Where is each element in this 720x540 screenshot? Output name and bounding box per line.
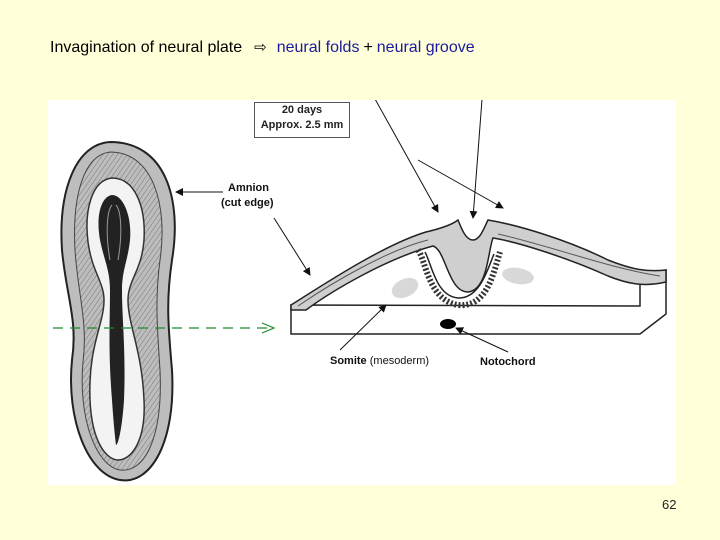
- term-neural-folds: neural folds: [276, 39, 360, 56]
- arrow-right-icon: ⇨: [254, 39, 267, 56]
- amnion-cut-edge-label: (cut edge): [221, 197, 274, 209]
- notochord-label: Notochord: [480, 356, 536, 368]
- neural-groove-cross-section: [290, 218, 667, 335]
- somite-note: (mesoderm): [369, 355, 430, 367]
- label-arrows: [175, 100, 509, 353]
- amnion-label-line1: Amnion: [228, 182, 269, 194]
- somite-label: Somite (mesoderm): [330, 355, 429, 367]
- age-caption-box: 20 days Approx. 2.5 mm: [254, 102, 350, 138]
- age-label: 20 days: [281, 104, 323, 116]
- diagram-drawing: [53, 100, 667, 482]
- plus-sign: +: [363, 39, 373, 56]
- term-neural-groove: neural groove: [376, 39, 475, 56]
- size-label: Approx. 2.5 mm: [260, 119, 344, 131]
- somite-label-text: Somite: [330, 355, 367, 367]
- embryo-illustration: 20 days Approx. 2.5 mm Amnion (cut edge)…: [48, 100, 676, 485]
- embryo-dorsal-view: [60, 140, 176, 482]
- slide-title: Invagination of neural plate ⇨ neural fold…: [50, 38, 475, 57]
- page-number: 62: [662, 497, 677, 512]
- title-prefix: Invagination of neural plate: [50, 39, 243, 56]
- amnion-label: Amnion: [228, 182, 269, 194]
